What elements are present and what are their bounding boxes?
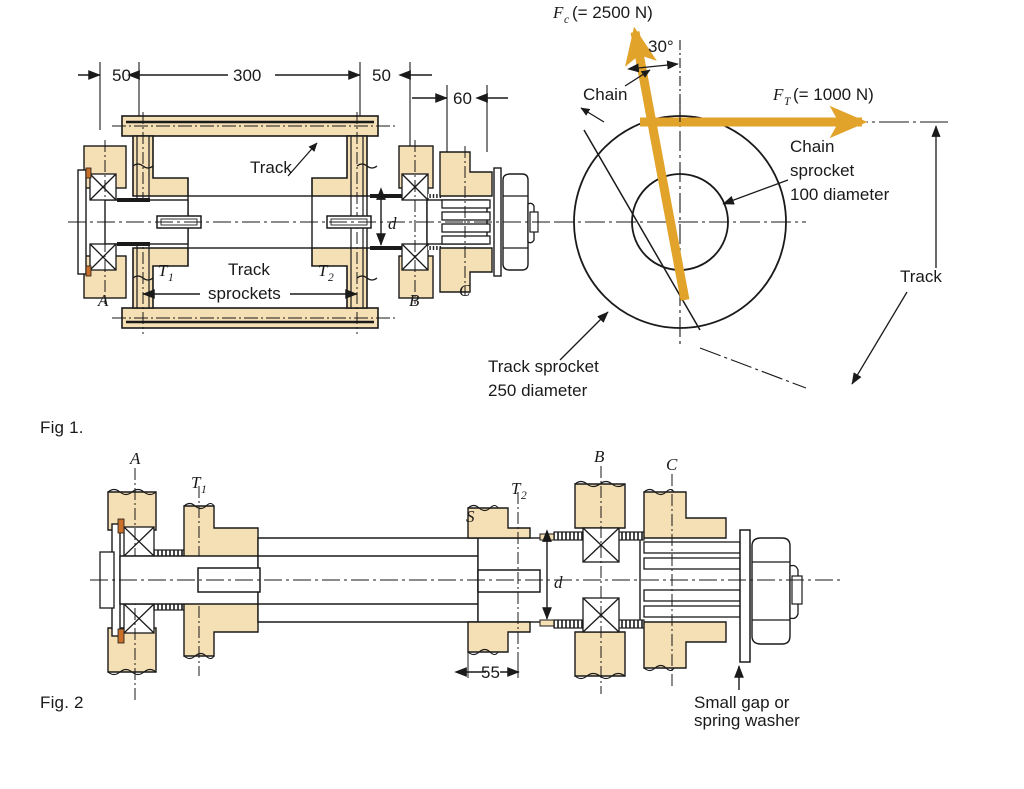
fig2-sprocket-t1-label: T	[191, 473, 202, 492]
fig2-keyway-right	[477, 569, 541, 593]
force-ft-subscript: T	[784, 96, 792, 108]
sprocket-t2-label: T	[318, 261, 329, 280]
fig2-side-section: A T 1	[90, 447, 840, 730]
force-ft-label: F T (= 1000 N)	[772, 85, 874, 108]
end-view-track-annotation: Track	[851, 125, 942, 385]
chain-label: Chain	[583, 85, 627, 104]
end-view-centrelines	[554, 100, 806, 348]
force-ft-symbol: F	[772, 85, 784, 104]
bearing-b-label: B	[409, 291, 420, 310]
chain-sprocket-line2: sprocket	[790, 161, 855, 180]
sprocket-t2-subscript: 2	[328, 272, 334, 284]
force-fc-value: (= 2500 N)	[572, 3, 653, 22]
dim-value-50-left: 50	[112, 66, 131, 85]
force-fc-subscript: c	[564, 14, 569, 26]
fig2-section-s-label: S	[466, 507, 475, 526]
fig1-caption: Fig 1.	[40, 418, 84, 437]
track-sprocket-line2: 250 diameter	[488, 381, 588, 400]
fig1-dim-300: 300	[127, 66, 361, 85]
angle-arc-arrow	[627, 60, 679, 73]
dim-value-60: 60	[453, 89, 472, 108]
chain-leader: Chain	[580, 69, 651, 123]
fig1-end-view: F c (= 2500 N) 30° F T (= 1000 N) Chain	[488, 3, 948, 400]
fig1-shaft-diameter-dim: d	[376, 187, 397, 246]
fig2-caption: Fig. 2	[40, 693, 84, 712]
sprocket-t1-label: T	[158, 261, 169, 280]
bearing-c-chain-sprocket: C	[439, 146, 539, 300]
fig1-dim-60: 60	[412, 89, 508, 108]
gap-note-line1: Small gap or	[694, 693, 790, 712]
chain-sprocket-line1: Chain	[790, 137, 834, 156]
force-ft-value: (= 1000 N)	[793, 85, 874, 104]
fig1-track-sprockets-dim: Track sprockets	[142, 260, 358, 303]
fig2-bearing-b-label: B	[594, 447, 605, 466]
track-rail-lower	[112, 307, 398, 329]
fig1-side-section: 50 300 50 60	[68, 62, 556, 334]
fig2-shaft-diameter-label: d	[554, 573, 563, 592]
dim-value-300: 300	[233, 66, 261, 85]
track-datum-line-lower	[699, 347, 807, 389]
fig2-bearing-a-label: A	[129, 449, 141, 468]
track-sprocket-line1: Track sprocket	[488, 357, 599, 376]
track-label: Track	[250, 158, 292, 177]
bearing-c-label: C	[459, 281, 471, 300]
gap-note-line2: spring washer	[694, 711, 800, 730]
sprocket-t1-subscript: 1	[168, 272, 174, 284]
fig1-track-leader: Track	[250, 142, 318, 177]
fig2-dim-value-55: 55	[481, 663, 500, 682]
dim-value-50-right: 50	[372, 66, 391, 85]
bearing-b: B	[370, 140, 442, 310]
bearing-a: A	[77, 140, 150, 310]
track-sprockets-label-line1: Track	[228, 260, 270, 279]
fig2-sprocket-t2: T 2 S	[466, 479, 531, 670]
fig2-shaft-diameter-dim: d	[542, 529, 563, 620]
fig2-bearing-b: B	[574, 447, 626, 694]
fig2-dim-55: 55	[454, 626, 520, 682]
track-sprockets-label-line2: sprockets	[208, 284, 281, 303]
chain-sprocket-line3: 100 diameter	[790, 185, 890, 204]
fig2-sprocket-t2-subscript: 2	[521, 490, 527, 502]
end-view-track-label: Track	[900, 267, 942, 286]
fig2-sprocket-t2-label: T	[511, 479, 522, 498]
fig2-gap-note: Small gap or spring washer	[694, 665, 800, 730]
fig2-nut-assembly	[739, 529, 803, 663]
fig2-bearing-c-label: C	[666, 455, 678, 474]
force-fc-symbol: F	[552, 3, 564, 22]
fig2-bearing-a: A	[99, 449, 185, 700]
fig1-dim-50-left: 50	[78, 66, 131, 85]
force-fc-label: F c (= 2500 N)	[552, 3, 653, 26]
chain-sprocket-annotation: Chain sprocket 100 diameter	[722, 137, 890, 205]
angle-label: 30°	[648, 37, 674, 56]
fig2-bearing-c: C	[643, 455, 741, 688]
track-rail-upper	[112, 115, 398, 137]
fig1-dim-50-right: 50	[372, 66, 432, 85]
bearing-a-label: A	[97, 291, 109, 310]
track-sprocket-annotation: Track sprocket 250 diameter	[488, 311, 609, 400]
shaft-diameter-label: d	[388, 214, 397, 233]
fig2-sprocket-t1-subscript: 1	[201, 484, 207, 496]
